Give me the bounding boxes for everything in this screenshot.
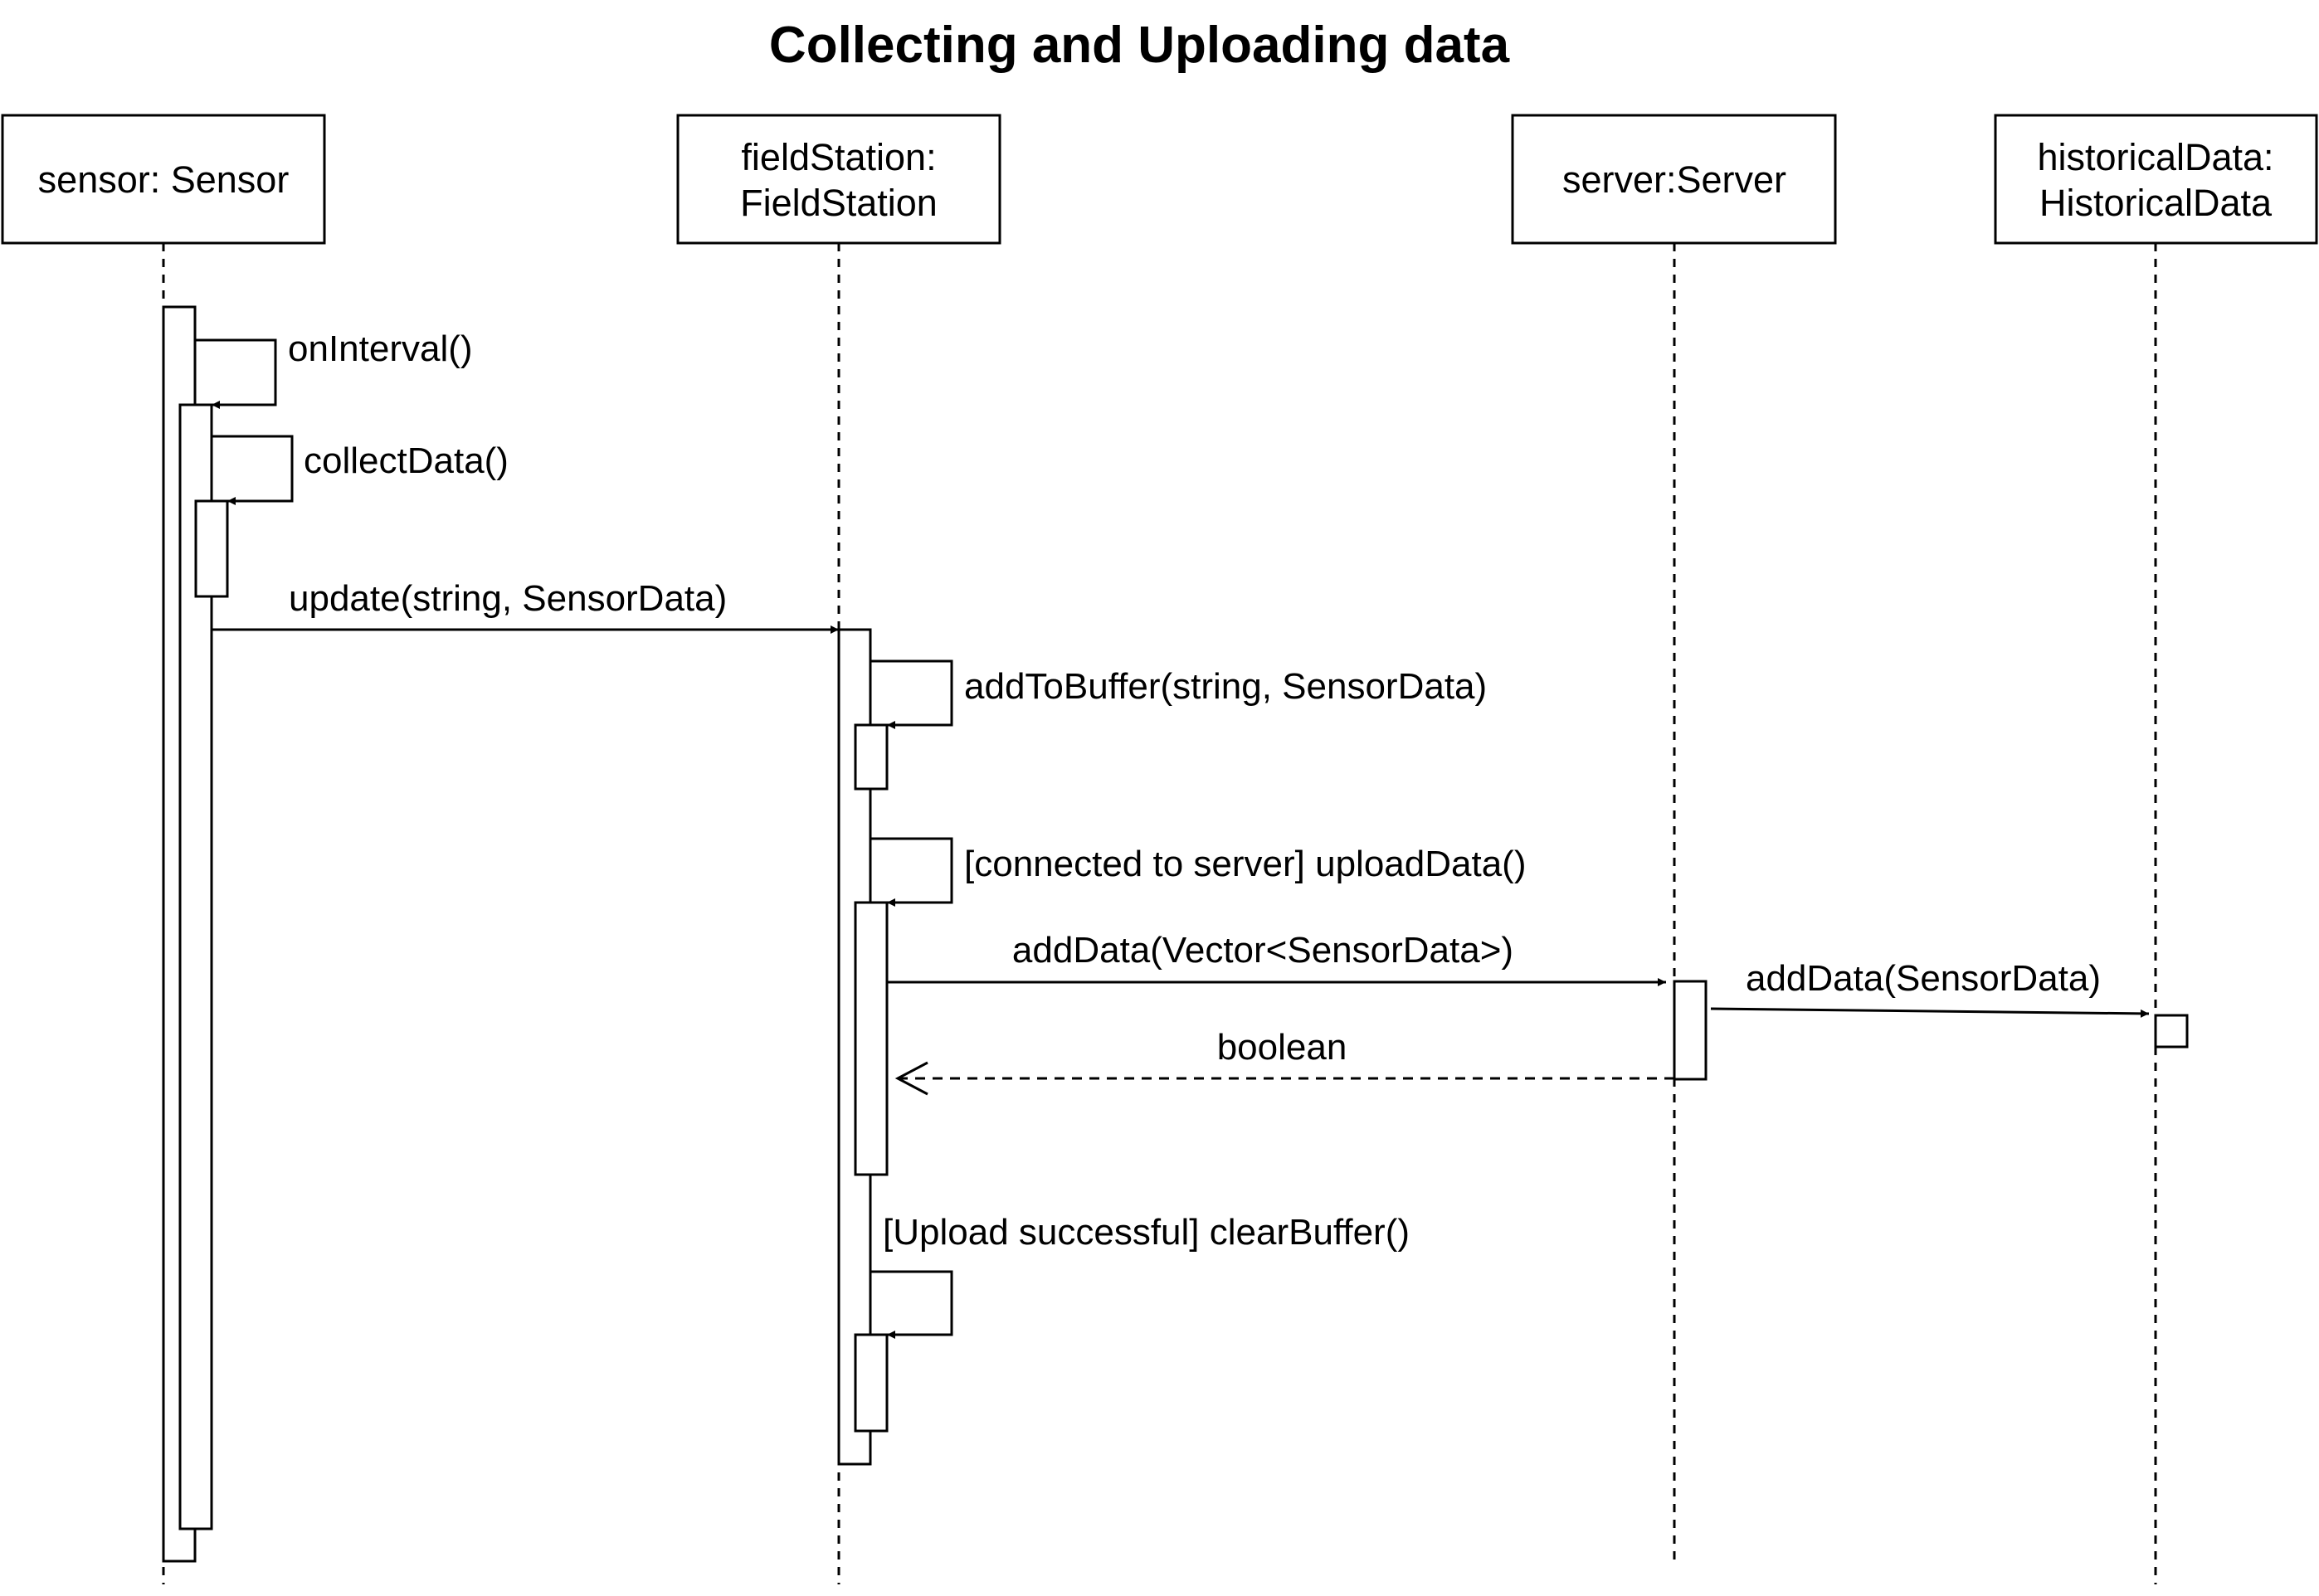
message-adddata-sensor-label: addData(SensorData) bbox=[1746, 958, 2101, 999]
participant-historicaldata: historicalData: HistoricalData bbox=[1994, 114, 2318, 245]
participant-sensor: sensor: Sensor bbox=[1, 114, 326, 245]
participant-historicaldata-label-line1: historicalData: bbox=[2037, 136, 2273, 178]
participant-server: server:Server bbox=[1511, 114, 1837, 245]
participant-server-label: server:Server bbox=[1562, 158, 1786, 201]
message-clearbuffer-label: [Upload successful] clearBuffer() bbox=[883, 1212, 1410, 1253]
message-oninterval-label: onInterval() bbox=[288, 328, 473, 369]
participant-fieldstation-label-line1: fieldStation: bbox=[741, 136, 936, 178]
message-update-label: update(string, SensorData) bbox=[289, 578, 727, 619]
message-addtobuffer-label: addToBuffer(string, SensorData) bbox=[964, 666, 1487, 707]
message-clearbuffer-arrow bbox=[870, 1270, 953, 1339]
message-collectdata-label: collectData() bbox=[304, 440, 509, 481]
activation-fieldstation-uploaddata bbox=[854, 901, 889, 1176]
activation-historicaldata bbox=[2154, 1014, 2189, 1049]
message-adddata-vector-label: addData(Vector<SensorData>) bbox=[1012, 930, 1513, 971]
participant-sensor-label: sensor: Sensor bbox=[38, 158, 290, 201]
message-oninterval-arrow bbox=[195, 338, 277, 409]
message-adddata-sensor-arrow bbox=[1710, 1007, 2150, 1018]
activation-fieldstation-clearbuffer bbox=[854, 1333, 889, 1433]
activation-fieldstation-addtobuffer bbox=[854, 723, 889, 791]
message-boolean-arrowhead bbox=[894, 1061, 928, 1096]
activation-sensor-3 bbox=[194, 499, 229, 598]
message-collectdata-arrow bbox=[212, 435, 294, 505]
diagram-title: Collecting and Uploading data bbox=[769, 17, 1510, 74]
message-addtobuffer-arrow bbox=[870, 659, 953, 729]
participant-fieldstation: fieldStation: FieldStation bbox=[676, 114, 1001, 245]
message-uploaddata-arrow bbox=[870, 837, 953, 907]
message-boolean-label: boolean bbox=[1217, 1027, 1347, 1068]
participant-historicaldata-label-line2: HistoricalData bbox=[2039, 182, 2273, 224]
message-uploaddata-label: [connected to server] uploadData() bbox=[964, 844, 1527, 884]
participant-fieldstation-label-line2: FieldStation bbox=[740, 182, 938, 224]
activation-server bbox=[1673, 980, 1708, 1081]
